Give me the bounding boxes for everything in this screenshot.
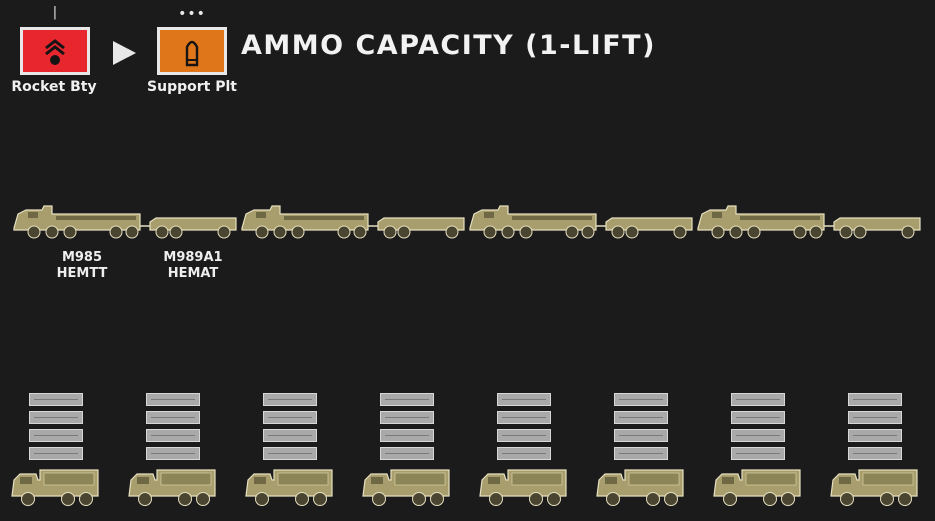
hemtt-label: M985 HEMTT — [42, 250, 122, 282]
truck-trailer-pair — [697, 205, 921, 239]
rocket-pod — [263, 447, 317, 460]
hemat-name: HEMAT — [167, 266, 219, 281]
rocket-pod — [29, 393, 83, 406]
rocket-pod — [497, 429, 551, 442]
himars-launcher — [128, 469, 216, 506]
rocket-pod — [380, 411, 434, 424]
rocket-pod — [146, 393, 200, 406]
rocket-pod — [848, 429, 902, 442]
support-plt-echelon: ••• — [178, 6, 206, 22]
page-title: AMMO CAPACITY (1-LIFT) — [241, 30, 656, 61]
rocket-pod — [848, 393, 902, 406]
rocket-pod — [263, 411, 317, 424]
rocket-pod — [263, 429, 317, 442]
launcher-group — [127, 393, 219, 508]
himars-launcher — [596, 469, 684, 506]
himars-launcher — [713, 469, 801, 506]
rocket-pod — [380, 429, 434, 442]
rocket-bty-label: Rocket Bty — [11, 79, 97, 95]
hemtt-truck — [697, 205, 825, 239]
play-arrow-icon — [113, 41, 136, 65]
rocket-bty-echelon: | — [52, 5, 58, 20]
rocket-artillery-icon — [45, 39, 65, 65]
rocket-pod — [497, 447, 551, 460]
hemtt-name: HEMTT — [56, 266, 108, 281]
hemtt-model: M985 — [61, 250, 103, 265]
truck-trailer-row — [0, 200, 935, 250]
hemtt-truck — [13, 205, 141, 239]
rocket-pod — [497, 411, 551, 424]
hemat-trailer — [368, 217, 465, 239]
rocket-pod — [263, 393, 317, 406]
launcher-group — [244, 393, 336, 508]
rocket-pod — [614, 429, 668, 442]
rocket-pod — [614, 393, 668, 406]
himars-launcher — [830, 469, 918, 506]
rocket-pod — [146, 447, 200, 460]
hemat-trailer — [140, 217, 237, 239]
truck-trailer-graphic — [13, 205, 921, 239]
rocket-pod — [614, 411, 668, 424]
launcher-group — [361, 393, 453, 508]
support-plt-label: Support Plt — [147, 79, 237, 95]
rocket-pod — [497, 393, 551, 406]
ammunition-icon — [185, 40, 199, 67]
support-plt-symbol — [157, 27, 227, 75]
rocket-pod — [848, 447, 902, 460]
launcher-group — [478, 393, 570, 508]
rocket-pod — [380, 393, 434, 406]
rocket-pod — [146, 411, 200, 424]
rocket-pod — [731, 393, 785, 406]
rocket-pod — [29, 411, 83, 424]
truck-trailer-pair — [469, 205, 693, 239]
rocket-pod — [29, 447, 83, 460]
himars-launcher — [11, 469, 99, 506]
hemat-trailer — [824, 217, 921, 239]
rocket-pod — [380, 447, 434, 460]
truck-trailer-pair — [13, 205, 237, 239]
rocket-bty-frame — [20, 27, 90, 75]
hemtt-truck — [241, 205, 369, 239]
launcher-group — [10, 393, 102, 508]
rocket-pod — [731, 411, 785, 424]
hemat-model: M989A1 — [163, 250, 223, 265]
rocket-pod — [29, 429, 83, 442]
rocket-pod — [731, 447, 785, 460]
hemtt-truck — [469, 205, 597, 239]
support-plt-frame — [157, 27, 227, 75]
himars-launcher — [362, 469, 450, 506]
launcher-group — [595, 393, 687, 508]
rocket-pod — [731, 429, 785, 442]
rocket-pod — [146, 429, 200, 442]
himars-launcher — [479, 469, 567, 506]
launcher-group — [829, 393, 921, 508]
truck-trailer-pair — [241, 205, 465, 239]
hemat-label: M989A1 HEMAT — [153, 250, 233, 282]
launcher-group — [712, 393, 804, 508]
rocket-bty-symbol — [20, 27, 90, 75]
hemat-trailer — [596, 217, 693, 239]
rocket-pod — [848, 411, 902, 424]
rocket-pod — [614, 447, 668, 460]
himars-launcher — [245, 469, 333, 506]
